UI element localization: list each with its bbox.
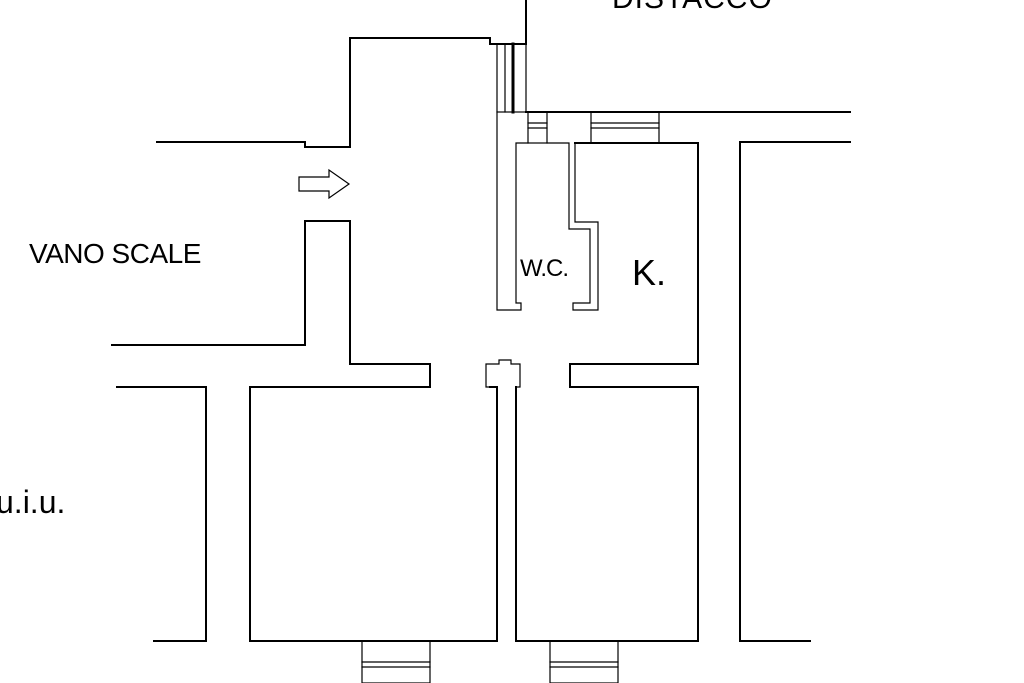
stair-wall-lower bbox=[111, 220, 431, 388]
bathroom-label: W.C. bbox=[520, 255, 569, 282]
entry-wall-left bbox=[496, 111, 529, 311]
outer-wall-right bbox=[739, 141, 851, 642]
unit-label: u.i.u. bbox=[0, 484, 66, 520]
stairwell-label: VANO SCALE bbox=[29, 238, 201, 269]
pillar bbox=[485, 359, 521, 388]
wc-wall bbox=[546, 142, 599, 311]
room-wall-lower-left bbox=[249, 386, 498, 642]
outer-wall-inner-top bbox=[515, 142, 699, 642]
kitchen-label: K. bbox=[632, 252, 667, 293]
top-cut-label: DISTACCO bbox=[612, 0, 773, 14]
unit-wall-left bbox=[116, 386, 207, 642]
entrance-arrow-icon bbox=[298, 168, 351, 200]
stair-wall-upper bbox=[156, 0, 527, 148]
